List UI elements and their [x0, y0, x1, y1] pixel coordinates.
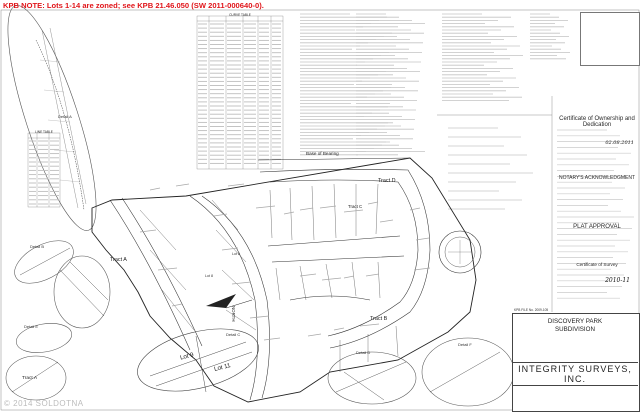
fine-print-stroke: [379, 219, 394, 223]
plan-boundary: [91, 157, 477, 403]
survey-date: 2010-11: [605, 277, 630, 284]
fine-print-stroke: [139, 229, 157, 233]
kpb-zoning-note: KPB NOTE: Lots 1-14 are zoned; see KPB 2…: [3, 1, 264, 10]
surveyor-seal: [438, 230, 482, 274]
fine-print-stroke: [343, 209, 364, 213]
fine-print-stroke: [321, 277, 342, 281]
base-of-bearing-label: Base of Bearing: [306, 151, 339, 156]
fine-print-stroke: [263, 337, 281, 341]
plat-approval-block: PLAT APPROVAL: [556, 224, 638, 230]
detail-c-label: Detail C: [226, 332, 241, 337]
detail-d-label: Detail D: [356, 350, 371, 355]
fine-print-stroke: [319, 205, 337, 209]
detail-a2-oval: [53, 255, 111, 329]
detail-e-oval: [16, 323, 72, 353]
kpb-file-number: KPB FILE No. 2009-105: [514, 308, 549, 312]
fine-print-stroke: [307, 333, 322, 337]
fine-print-stroke: [231, 281, 252, 285]
north-label: NORTH: [231, 306, 236, 322]
notary-heading: NOTARY'S ACKNOWLEDGMENT: [558, 175, 636, 181]
line-table-rows: [29, 140, 59, 205]
watermark: © 2014 SOLDOTNA: [4, 399, 84, 408]
fine-print-stroke: [249, 315, 270, 319]
fine-print-stroke: [365, 273, 380, 277]
line-table: [27, 132, 61, 208]
fine-print-stroke: [415, 237, 430, 241]
fine-print-stroke: [333, 327, 345, 331]
lot-lines: [139, 183, 399, 372]
detail-b-oval: [14, 240, 74, 284]
subdivision-name-line1: DISCOVERY PARK: [547, 318, 603, 325]
certificate-ownership-heading: Certificate of Ownership and Dedication: [559, 116, 635, 128]
fine-print-stroke: [157, 267, 178, 271]
tract-a-detail-label: Tract A: [22, 376, 38, 381]
detail-e-label: Detail E: [24, 324, 39, 329]
fine-print-stroke: [255, 205, 276, 209]
curve-table-title: CURVE TABLE: [229, 13, 251, 17]
survey-firm-name: INTEGRITY SURVEYS, INC.: [512, 362, 638, 386]
fine-print-stroke: [213, 213, 228, 217]
fine-print-stroke: [283, 211, 295, 215]
lot-8-label: Lot 8: [205, 274, 213, 278]
subdivision-name: DISCOVERY PARK SUBDIVISION: [512, 318, 638, 334]
north-arrow: [206, 294, 253, 309]
vicinity-map-frame: [580, 12, 640, 66]
notary-block: NOTARY'S ACKNOWLEDGMENT: [556, 175, 638, 181]
line-table-title: LINE TABLE: [35, 130, 53, 134]
plat-approval-heading: PLAT APPROVAL: [573, 224, 621, 230]
detail-a-oval: [7, 5, 97, 231]
curve-table-rows: [198, 23, 281, 164]
fine-print-stroke: [299, 207, 314, 211]
curve-table: [196, 15, 284, 170]
detail-d-oval: [327, 351, 417, 405]
fine-print-stroke: [409, 207, 421, 211]
tract-b-label: Tract B: [370, 316, 388, 322]
subdivision-name-line2: SUBDIVISION: [555, 326, 595, 333]
detail-f-label: Detail F: [458, 342, 472, 347]
fine-print-stroke: [343, 275, 355, 279]
detail-f-oval: [421, 337, 515, 407]
road-row-lines: [109, 157, 431, 401]
tract-c-label: Tract C: [348, 204, 363, 209]
lot-6-label: Lot 6: [232, 252, 240, 256]
detail-a-label: Detail A: [58, 114, 72, 119]
fine-print-stroke: [299, 273, 317, 277]
fine-print-stroke: [413, 267, 431, 271]
fine-print-stroke: [149, 187, 161, 191]
fine-print-stroke: [171, 303, 183, 307]
fine-print-stroke: [175, 183, 190, 187]
detail-c-oval: [137, 328, 259, 393]
ownership-date: 02.08.2011: [605, 140, 634, 146]
fine-print-stroke: [367, 201, 379, 205]
certificate-survey-heading: Certificate of Survey: [576, 262, 618, 267]
detail-tract-a-oval: [5, 355, 67, 401]
tract-a-label: Tract A: [110, 257, 127, 263]
fine-print-stroke: [227, 183, 245, 187]
plan-annotation-ticks: [139, 183, 431, 341]
fine-print-stroke: [359, 323, 380, 327]
detail-b-label: Detail B: [30, 244, 45, 249]
certificate-ownership-block: Certificate of Ownership and Dedication …: [556, 116, 638, 146]
certificate-survey-block: Certificate of Survey 2010-11: [556, 262, 638, 284]
tract-d-label: Tract D: [378, 178, 396, 184]
fine-print-stroke: [221, 247, 239, 251]
